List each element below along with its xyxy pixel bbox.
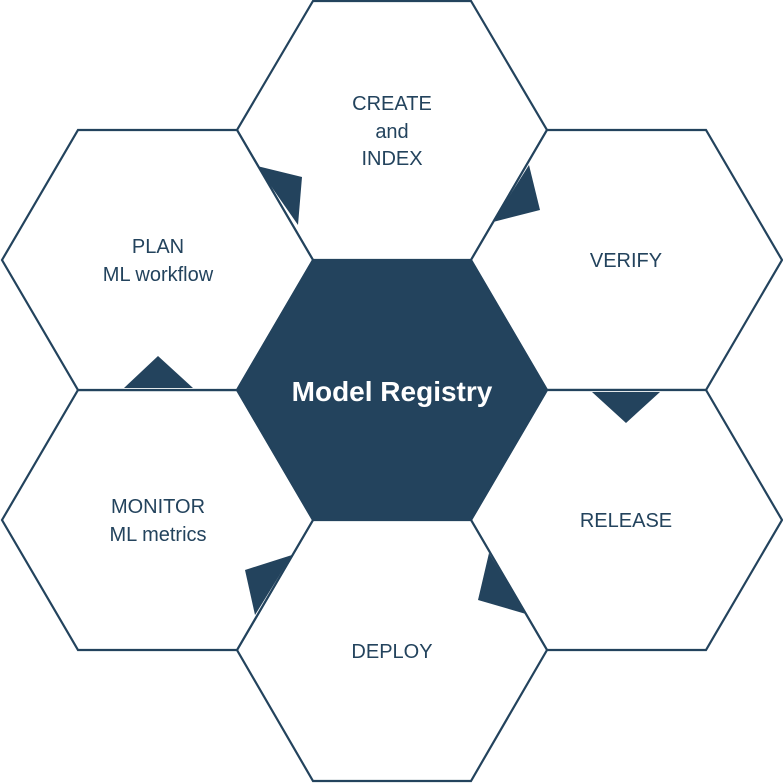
hex-model-registry[interactable]	[235, 259, 549, 521]
plan-label-line1: PLAN	[132, 236, 184, 258]
arrow-create-to-verify	[493, 165, 540, 222]
create-label-line3: INDEX	[361, 148, 422, 170]
deploy-label: DEPLOY	[351, 641, 432, 663]
verify-label: VERIFY	[590, 250, 662, 272]
model-registry-title: Model Registry	[292, 376, 493, 407]
monitor-label-line2: ML metrics	[109, 524, 206, 546]
arrow-deploy-to-monitor	[245, 555, 292, 615]
arrow-release-to-deploy	[478, 553, 526, 614]
monitor-label-line1: MONITOR	[111, 496, 205, 518]
create-label-line2: and	[375, 121, 408, 143]
create-label-line1: CREATE	[352, 93, 432, 115]
release-label: RELEASE	[580, 510, 672, 532]
plan-label-line2: ML workflow	[103, 264, 214, 286]
arrow-verify-to-release	[592, 392, 660, 423]
arrow-plan-to-create	[257, 166, 302, 225]
arrow-monitor-to-plan	[124, 356, 193, 388]
